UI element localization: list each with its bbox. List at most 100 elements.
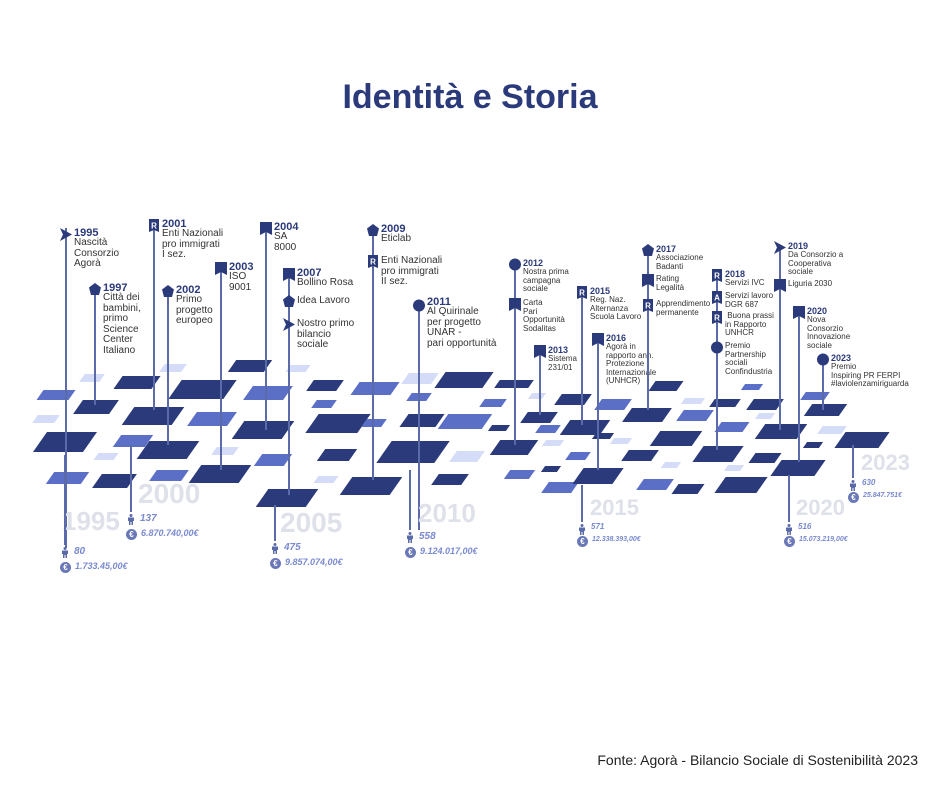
person-icon (271, 541, 279, 559)
tile-shape (187, 412, 237, 426)
tile-shape (803, 404, 848, 416)
svg-text:R: R (714, 272, 720, 281)
milestone: Buona prassi in Rapporto UNHCR (725, 311, 774, 338)
timeline-connector (716, 274, 718, 450)
milestone-text: Da Consorzio a Cooperativa sociale (788, 250, 844, 276)
milestone-year: 2020 (807, 306, 828, 316)
timeline-connector (288, 273, 290, 495)
pentagon-icon (642, 244, 654, 257)
timeline-connector (581, 291, 583, 425)
tile-shape (660, 462, 682, 468)
tile-shape (527, 393, 547, 399)
milestone-year: 2004 (274, 221, 299, 233)
stats-connector (852, 445, 854, 478)
tile-shape (554, 394, 592, 405)
year-watermark: 2010 (418, 498, 476, 528)
milestone-text: Reg. Naz. Alternanza Scuola Lavoro (590, 295, 642, 321)
milestone-text: Servizi IVC (725, 278, 765, 287)
milestone-text: Buona prassi in Rapporto UNHCR (725, 311, 774, 337)
tile-shape (723, 465, 745, 471)
tile-shape (431, 474, 469, 485)
person-icon (785, 522, 793, 540)
milestone-text: Premio Inspiring PR FERPI #laviolenzamir… (831, 362, 909, 388)
tile-shape (45, 472, 90, 484)
year-watermark: 2020 (796, 495, 845, 520)
milestone-text: Agorà in rapporto ann. Protezione Intern… (606, 342, 657, 385)
svg-text:R: R (151, 222, 157, 231)
milestone-year: 2011 (427, 296, 451, 308)
milestone: Servizi lavoro DGR 687 (725, 291, 773, 309)
timeline-connector (65, 228, 67, 548)
revenue-value: 15.073.219,00€ (799, 536, 848, 543)
milestone-year: 2023 (831, 353, 852, 363)
milestone-text: Nostro primo bilancio sociale (297, 318, 355, 350)
tile-shape (714, 422, 750, 432)
timeline-connector (220, 267, 222, 470)
milestone-text: Enti Nazionali pro immigrati II sez. (381, 255, 443, 287)
milestone-text: Servizi lavoro DGR 687 (725, 291, 774, 309)
arrow-icon (283, 318, 295, 331)
tile-shape (714, 477, 768, 493)
milestone: Liguria 2030 (788, 279, 832, 289)
timeline-connector (539, 350, 541, 415)
euro-icon: € (405, 547, 416, 558)
milestone-text: Rating Legalità (656, 274, 685, 292)
milestone-text: Premio Partnership sociali Confindustria (725, 341, 773, 376)
euro-icon: € (577, 536, 588, 547)
stats-connector (130, 445, 132, 512)
timeline-connector (514, 263, 516, 445)
person-icon (406, 530, 414, 548)
milestone-year: 2012 (523, 258, 544, 268)
revenue-value: 6.870.740,00€ (141, 528, 199, 538)
tile-shape (255, 489, 319, 507)
pentagon-icon (367, 224, 379, 237)
tile-shape (376, 441, 450, 463)
arrow-icon (774, 241, 786, 254)
milestone-year: 2016 (606, 333, 627, 343)
tile-shape (361, 419, 387, 427)
tile-shape (253, 454, 293, 466)
milestone-text: Carta Pari Opportunità Sodalitas (523, 298, 565, 333)
tile-shape (159, 364, 187, 372)
milestone-year: 2001 (162, 218, 187, 230)
milestone-year: 1995 (74, 227, 99, 239)
milestone-text: Apprendimento permanente (656, 299, 711, 317)
milestone-text: Associazione Badanti (656, 253, 704, 271)
pentagon-icon (162, 285, 174, 298)
circle-icon (509, 258, 521, 271)
milestone-text: Eticlab (381, 233, 412, 244)
timeline-connector (94, 288, 96, 405)
tile-shape (692, 446, 744, 462)
svg-text:R: R (714, 314, 720, 323)
tile-shape (754, 413, 776, 419)
euro-icon: € (60, 562, 71, 573)
flag-icon (592, 333, 604, 346)
badge-r-icon: R (711, 311, 723, 324)
timeline-connector (779, 246, 781, 430)
timeline-connector (798, 311, 800, 462)
arrow-icon (60, 228, 72, 241)
euro-icon: € (848, 492, 859, 503)
euro-icon: € (270, 558, 281, 569)
tile-shape (36, 390, 76, 400)
milestone-year: 2017 (656, 244, 677, 254)
milestone-text: Enti Nazionali pro immigrati I sez. (162, 228, 224, 260)
tile-shape (622, 408, 672, 422)
stats-connector (64, 455, 66, 545)
milestone-text: Nova Consorzio Innovazione sociale (807, 315, 851, 350)
revenue-value: 12.338.393,00€ (592, 536, 641, 543)
milestone-text: SA 8000 (274, 231, 297, 253)
milestone-year: 2009 (381, 223, 406, 235)
milestone-year: 2007 (297, 267, 322, 279)
year-watermark: 1995 (62, 506, 120, 536)
svg-text:A: A (714, 294, 720, 303)
tile-shape (313, 476, 339, 483)
